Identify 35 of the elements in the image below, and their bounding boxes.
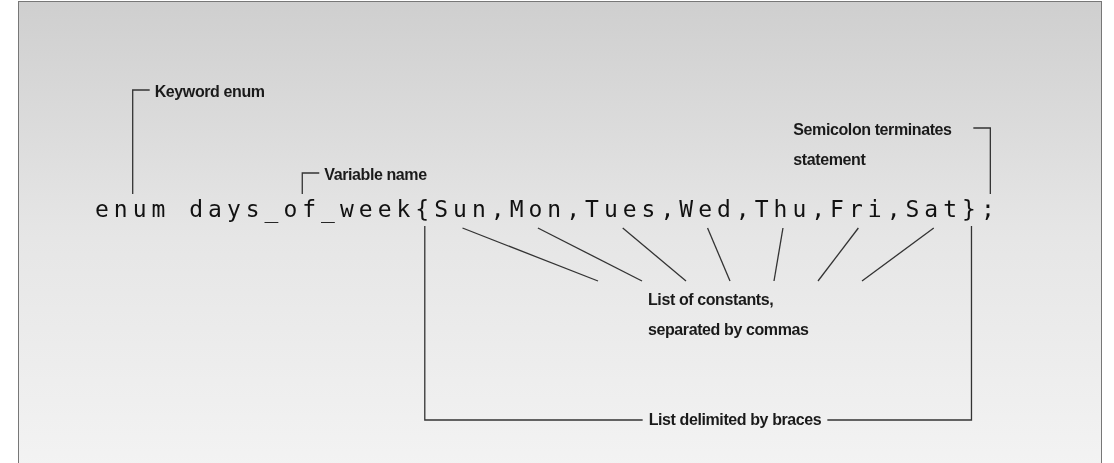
- callout-label: List of constants, separated by commas: [648, 285, 833, 345]
- leader-line: [861, 227, 935, 282]
- code-comma: ,: [660, 196, 680, 222]
- code-comma: ,: [886, 196, 906, 222]
- code-constant: Sat: [905, 196, 963, 222]
- leader-line: [817, 227, 859, 282]
- leader-line: [424, 225, 644, 421]
- leader-line: [826, 225, 973, 421]
- leader-line: [461, 227, 599, 282]
- code-constant: Sun: [434, 196, 491, 222]
- code-constant: Tues: [585, 196, 661, 222]
- leader-line: [706, 227, 731, 282]
- callout-label: Keyword enum: [154, 77, 265, 107]
- code-constant: Thu: [754, 196, 812, 222]
- leader-line: [537, 227, 643, 282]
- code-constant: Fri: [830, 196, 887, 222]
- code-constant: Wed: [679, 196, 736, 222]
- code-comma: ,: [735, 196, 755, 222]
- leader-line: [773, 227, 784, 282]
- code-comma: ,: [490, 196, 510, 222]
- code-semicolon: ;: [980, 196, 1000, 222]
- leader-line: [622, 227, 687, 282]
- code-brace: }: [962, 196, 981, 222]
- code-brace: {: [415, 196, 435, 222]
- callout-label: Semicolon terminates statement: [793, 115, 969, 175]
- code-constant: Mon: [509, 196, 567, 222]
- code-keyword: enum: [95, 196, 171, 222]
- callout-label: List delimited by braces: [648, 405, 822, 435]
- callout-label: Variable name: [324, 160, 427, 190]
- code-identifier: days_of_week: [189, 196, 416, 222]
- code-comma: ,: [811, 196, 831, 222]
- leader-line: [132, 89, 151, 195]
- leader-line: [301, 172, 320, 195]
- code-comma: ,: [566, 196, 586, 222]
- leader-line: [972, 127, 991, 195]
